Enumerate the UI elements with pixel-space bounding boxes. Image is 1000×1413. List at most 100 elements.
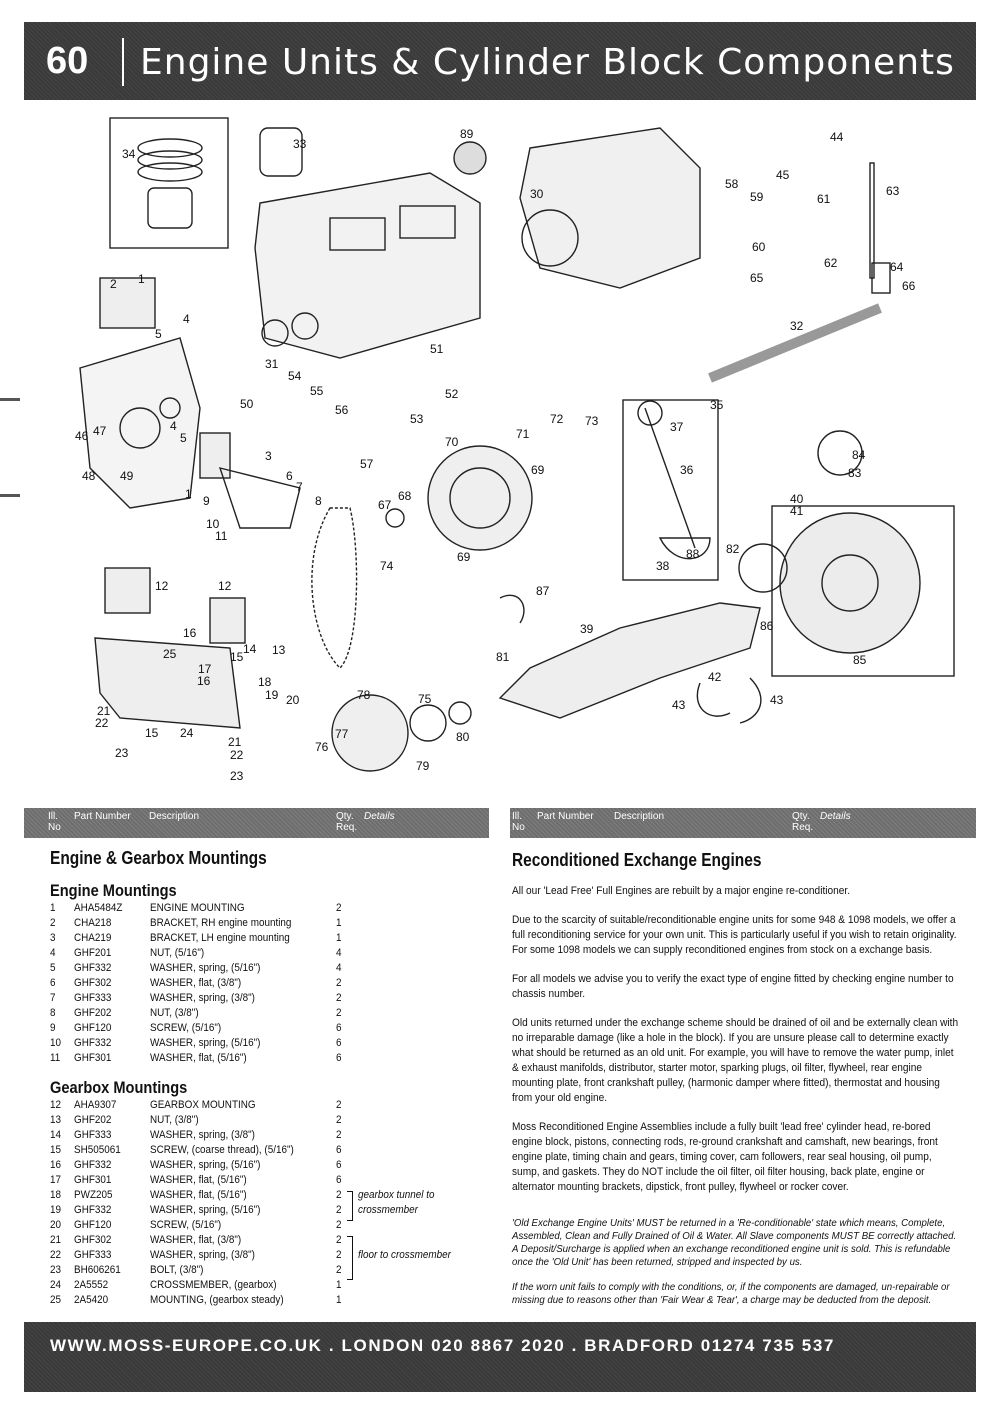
piston xyxy=(259,127,303,177)
quantity: 2 xyxy=(336,1189,342,1201)
svg-text:6: 6 xyxy=(286,469,293,483)
svg-text:17: 17 xyxy=(198,662,212,676)
ill-number: 4 xyxy=(50,947,56,959)
part-description: WASHER, flat, (5/16") xyxy=(150,1174,247,1186)
svg-text:1: 1 xyxy=(138,272,145,286)
quantity: 2 xyxy=(336,1114,342,1126)
svg-text:16: 16 xyxy=(183,626,197,640)
svg-text:77: 77 xyxy=(335,727,349,741)
svg-text:36: 36 xyxy=(680,463,694,477)
svg-text:42: 42 xyxy=(708,670,722,684)
svg-text:73: 73 xyxy=(585,414,599,428)
svg-text:12: 12 xyxy=(218,579,232,593)
part-description: WASHER, flat, (3/8") xyxy=(150,1234,242,1246)
piston-inset xyxy=(109,117,229,249)
part-number: GHF333 xyxy=(74,1249,112,1261)
cylinder-block xyxy=(254,172,481,359)
quantity: 4 xyxy=(336,947,342,959)
paragraph: Due to the scarcity of suitable/recondit… xyxy=(512,914,957,956)
part-description: ENGINE MOUNTING xyxy=(150,902,245,914)
col-part-number: Part Number xyxy=(537,811,594,822)
svg-text:55: 55 xyxy=(310,384,324,398)
quantity: 2 xyxy=(336,1204,342,1216)
ill-number: 15 xyxy=(50,1144,62,1156)
part-description: SCREW, (coarse thread), (5/16") xyxy=(150,1144,294,1156)
quantity: 1 xyxy=(336,1294,342,1306)
svg-text:87: 87 xyxy=(536,584,550,598)
svg-text:62: 62 xyxy=(824,256,838,270)
gearbox-mounting xyxy=(104,567,151,614)
section-title: Engine & Gearbox Mountings xyxy=(50,848,267,868)
part-description: WASHER, spring, (5/16") xyxy=(150,962,261,974)
ill-number: 3 xyxy=(50,932,56,944)
svg-text:21: 21 xyxy=(97,704,111,718)
svg-text:46: 46 xyxy=(75,429,89,443)
ill-number: 16 xyxy=(50,1159,62,1171)
svg-text:89: 89 xyxy=(460,127,474,141)
svg-text:43: 43 xyxy=(672,698,686,712)
quantity: 6 xyxy=(336,1037,342,1049)
svg-text:2: 2 xyxy=(110,277,117,291)
svg-text:20: 20 xyxy=(286,693,300,707)
ill-number: 5 xyxy=(50,962,56,974)
quantity: 2 xyxy=(336,1249,342,1261)
quantity: 4 xyxy=(336,962,342,974)
quantity: 1 xyxy=(336,917,342,929)
svg-text:49: 49 xyxy=(120,469,134,483)
svg-text:88: 88 xyxy=(686,547,700,561)
crankshaft xyxy=(498,602,761,719)
svg-text:35: 35 xyxy=(710,398,724,412)
part-description: WASHER, flat, (3/8") xyxy=(150,977,242,989)
reconditioned-engines-text: All our 'Lead Free' Full Engines are reb… xyxy=(512,884,960,1319)
col-no: No xyxy=(512,822,525,833)
part-number: SH505061 xyxy=(74,1144,121,1156)
ill-number: 13 xyxy=(50,1114,62,1126)
page-header: 60 Engine Units & Cylinder Block Compone… xyxy=(24,22,976,100)
svg-text:83: 83 xyxy=(848,466,862,480)
part-number: GHF332 xyxy=(74,962,112,974)
group-title: Gearbox Mountings xyxy=(50,1078,188,1097)
part-number: AHA9307 xyxy=(74,1099,117,1111)
part-number: GHF333 xyxy=(74,1129,112,1141)
part-description: SCREW, (5/16") xyxy=(150,1219,222,1231)
svg-text:52: 52 xyxy=(445,387,459,401)
col-description: Description xyxy=(149,811,200,822)
svg-text:14: 14 xyxy=(243,642,257,656)
svg-text:45: 45 xyxy=(776,168,790,182)
margin-mark xyxy=(0,494,20,497)
part-description: BRACKET, LH engine mounting xyxy=(150,932,290,944)
header-divider xyxy=(122,38,124,86)
col-ill: Ill. xyxy=(512,811,522,822)
col-qty: Qty. xyxy=(336,811,354,822)
flywheel xyxy=(779,512,921,654)
svg-text:39: 39 xyxy=(580,622,594,636)
svg-text:41: 41 xyxy=(790,504,804,518)
quantity: 6 xyxy=(336,1022,342,1034)
svg-text:19: 19 xyxy=(265,688,279,702)
part-description: WASHER, spring, (5/16") xyxy=(150,1159,261,1171)
svg-text:59: 59 xyxy=(750,190,764,204)
ill-number: 24 xyxy=(50,1279,62,1291)
svg-text:65: 65 xyxy=(750,271,764,285)
svg-text:37: 37 xyxy=(670,420,684,434)
svg-text:34: 34 xyxy=(122,147,136,161)
part-number: GHF333 xyxy=(74,992,112,1004)
ill-number: 2 xyxy=(50,917,56,929)
left-column-header: Ill. No Part Number Description Qty. Req… xyxy=(24,808,489,838)
quantity: 2 xyxy=(336,1264,342,1276)
svg-text:58: 58 xyxy=(725,177,739,191)
svg-text:70: 70 xyxy=(445,435,459,449)
ill-number: 14 xyxy=(50,1129,62,1141)
svg-text:56: 56 xyxy=(335,403,349,417)
page-number: 60 xyxy=(46,40,89,82)
crankshaft-pulley xyxy=(331,694,409,772)
core-plug xyxy=(453,141,487,175)
paragraph: Moss Reconditioned Engine Assemblies inc… xyxy=(512,1121,938,1193)
svg-text:15: 15 xyxy=(230,650,244,664)
col-ill: Ill. xyxy=(48,811,58,822)
svg-text:4: 4 xyxy=(183,312,190,326)
ill-number: 9 xyxy=(50,1022,56,1034)
part-description: NUT, (3/8") xyxy=(150,1114,199,1126)
